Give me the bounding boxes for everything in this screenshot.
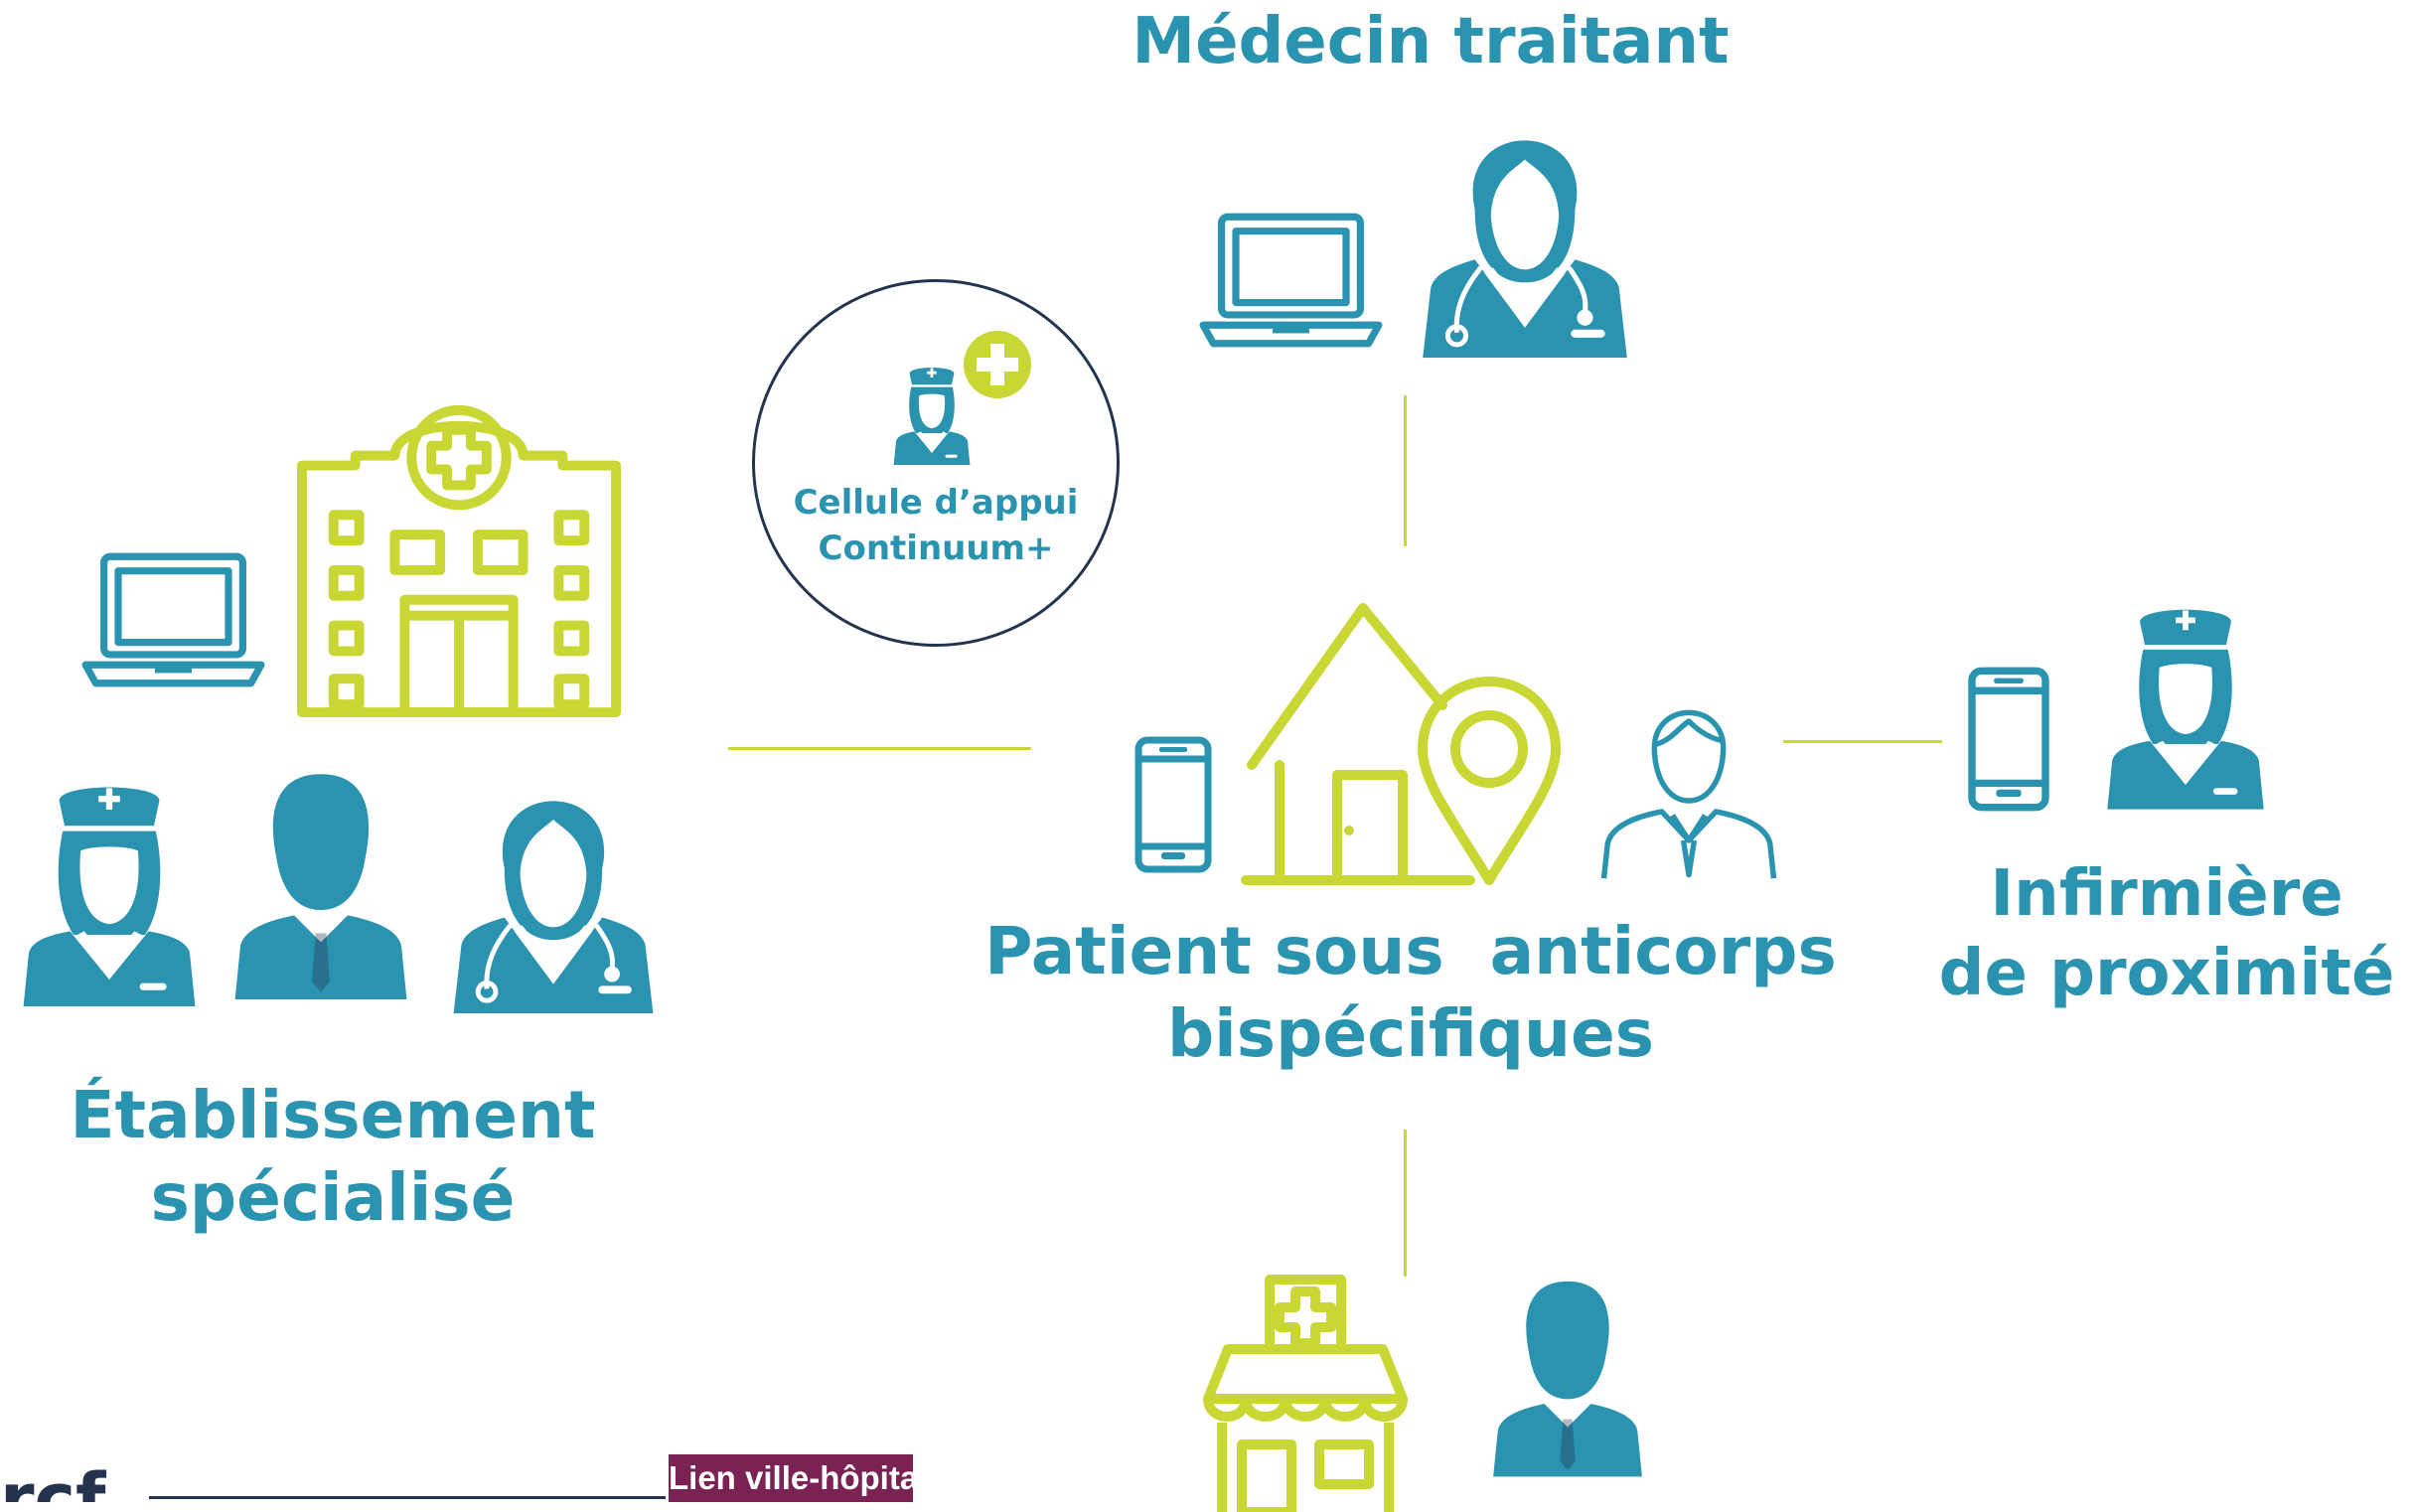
cellule-appui-line2: Continuum+ bbox=[818, 528, 1054, 568]
connector-patient-pharmacie bbox=[1404, 1130, 1407, 1277]
infirmiere-line1: Infirmière bbox=[1990, 857, 2343, 931]
pharmacy-icon bbox=[1203, 1275, 1408, 1512]
nurse-icon bbox=[892, 360, 972, 467]
hospital-icon bbox=[296, 404, 622, 718]
laptop-icon bbox=[81, 548, 265, 691]
medecin-traitant-text: Médecin traitant bbox=[1132, 5, 1730, 78]
infirmiere-label: Infirmière de proximité bbox=[1917, 854, 2416, 1013]
etablissement-line1: Établissement bbox=[70, 1077, 596, 1153]
patient-icon bbox=[1589, 681, 1788, 880]
businessman-icon bbox=[231, 755, 410, 1011]
laptop-icon bbox=[1199, 209, 1383, 352]
smartphone-icon bbox=[1966, 666, 2051, 813]
nurse-icon bbox=[20, 765, 199, 1015]
connector-patient-infirmiere bbox=[1783, 740, 1942, 743]
etablissement-line2: spécialisé bbox=[150, 1158, 516, 1236]
logo-fragment: rcf bbox=[0, 1464, 109, 1502]
patient-line1: Patient sous anticorps bbox=[984, 913, 1837, 989]
cellule-appui-text: Cellule d’appui Continuum+ bbox=[755, 481, 1117, 572]
patient-line2: bispécifiques bbox=[1166, 994, 1655, 1072]
doctor-icon bbox=[1411, 97, 1639, 358]
location-pin-icon bbox=[1418, 677, 1561, 885]
medecin-traitant-label: Médecin traitant bbox=[1093, 2, 1768, 81]
cellule-appui-badge: Cellule d’appui Continuum+ bbox=[752, 279, 1120, 647]
nurse-icon bbox=[2104, 594, 2267, 813]
businessman-icon bbox=[1490, 1264, 1645, 1488]
lien-ville-hopital-tag: Lien ville-hôpital bbox=[669, 1454, 913, 1502]
etablissement-label: Établissement spécialisé bbox=[30, 1075, 636, 1239]
footer-rule bbox=[149, 1496, 666, 1499]
infirmiere-line2: de proximité bbox=[1938, 937, 2395, 1010]
cellule-appui-line1: Cellule d’appui bbox=[793, 483, 1079, 523]
house-icon bbox=[1241, 603, 1475, 885]
connector-etablissement-patient bbox=[728, 747, 1031, 750]
medical-cross-icon bbox=[964, 331, 1031, 398]
connector-medecin-patient bbox=[1404, 395, 1407, 546]
doctor-icon bbox=[445, 759, 662, 1013]
patient-label: Patient sous anticorps bispécifiques bbox=[964, 911, 1858, 1075]
smartphone-icon bbox=[1133, 735, 1213, 874]
